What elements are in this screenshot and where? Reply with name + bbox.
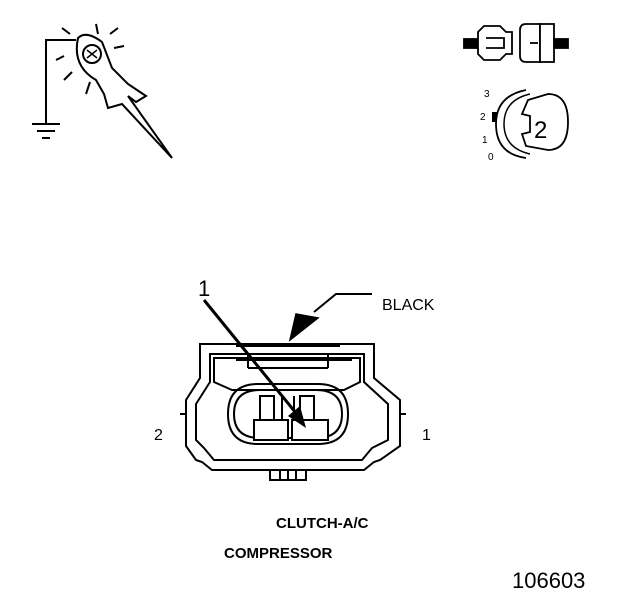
ignition-position-1: 1 [482,135,488,146]
probe-number-label: 1 [198,276,210,301]
connector-pair-icon [463,23,569,63]
probe-pointer-arrow [202,299,306,428]
wire-color-leader [288,293,372,342]
compressor-connector [180,343,406,481]
ignition-key-position: 2 [534,117,547,144]
ignition-switch-icon: 3 2 1 0 2 [480,89,569,163]
wire-color-label: BLACK [382,297,435,314]
pin-left-label: 2 [154,427,163,444]
ignition-position-0: 0 [488,152,494,163]
ground-probe-icon [32,23,173,159]
ignition-position-3: 3 [484,89,490,100]
pin-right-label: 1 [422,427,431,444]
component-label-line2: COMPRESSOR [224,545,333,562]
figure-number: 106603 [512,568,585,593]
component-label-line1: CLUTCH-A/C [276,515,369,532]
ignition-position-2: 2 [480,112,486,123]
ignition-barrel [495,89,527,159]
ignition-key [520,93,569,151]
